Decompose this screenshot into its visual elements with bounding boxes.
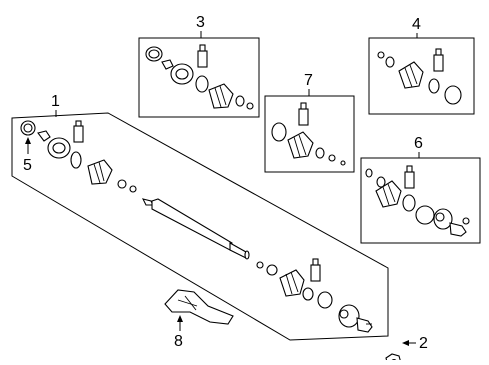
p3-clamp — [195, 75, 209, 93]
p7-grease-tube — [298, 102, 309, 126]
p6-grease-tube — [404, 165, 415, 189]
callout-label-8: 8 — [174, 333, 183, 350]
callout-label-4: 4 — [412, 16, 421, 33]
p6-cv-joint — [433, 208, 470, 237]
p6-small-clamps — [365, 168, 386, 188]
p3-boot — [208, 83, 234, 109]
callout-6[interactable]: 6 — [414, 135, 423, 158]
small-clamp-2 — [256, 261, 278, 276]
inner-cv-joint — [338, 304, 373, 333]
callout-1[interactable]: 1 — [51, 93, 60, 117]
callout-label-5: 5 — [23, 157, 32, 174]
callout-label-6: 6 — [414, 135, 423, 152]
inner-joint-kit-panel — [360, 157, 481, 244]
p4-boot — [398, 61, 424, 89]
p4-grease-tube — [433, 48, 444, 72]
callout-label-1: 1 — [51, 93, 60, 110]
panel-outline-main — [11, 112, 389, 341]
inner-clamp — [302, 287, 333, 309]
p7-clamp — [271, 122, 287, 142]
grease-tube-outer — [73, 120, 84, 143]
grease-tube-inner — [310, 258, 321, 282]
callout-4[interactable]: 4 — [412, 16, 421, 38]
callout-label-7: 7 — [304, 72, 313, 89]
heat-shield-bracket — [164, 289, 234, 325]
p3-grease-tube — [197, 44, 208, 68]
drive-shaft — [141, 198, 250, 260]
p3-seal-ring — [145, 46, 163, 62]
outer-cv-joint — [37, 130, 71, 159]
callout-7[interactable]: 7 — [304, 72, 313, 96]
p3-cv-joint — [161, 59, 194, 85]
inner-boot-kit-panel — [368, 37, 475, 115]
p7-boot — [287, 131, 314, 159]
outer-seal-ring — [20, 120, 36, 136]
inner-boot — [279, 269, 305, 297]
p6-clamps — [402, 194, 435, 225]
callout-3[interactable]: 3 — [196, 14, 205, 38]
outer-joint-kit-panel — [138, 37, 260, 118]
p6-boot — [375, 180, 402, 208]
callout-2[interactable]: 2 — [402, 335, 428, 352]
callout-8[interactable]: 8 — [174, 315, 183, 350]
outer-clamp — [70, 151, 82, 169]
p7-small-clamps — [315, 147, 346, 166]
p3-small-clamps — [235, 95, 254, 110]
callout-label-2: 2 — [419, 335, 428, 352]
small-clamp-1 — [117, 179, 137, 193]
callout-label-3: 3 — [196, 14, 205, 31]
outer-boot — [87, 159, 113, 185]
p4-clamps — [428, 78, 462, 105]
axle-nut — [385, 353, 402, 365]
p4-small-clamps — [377, 51, 395, 68]
axle-assembly-panel — [11, 112, 389, 341]
callout-5[interactable]: 5 — [23, 137, 32, 174]
